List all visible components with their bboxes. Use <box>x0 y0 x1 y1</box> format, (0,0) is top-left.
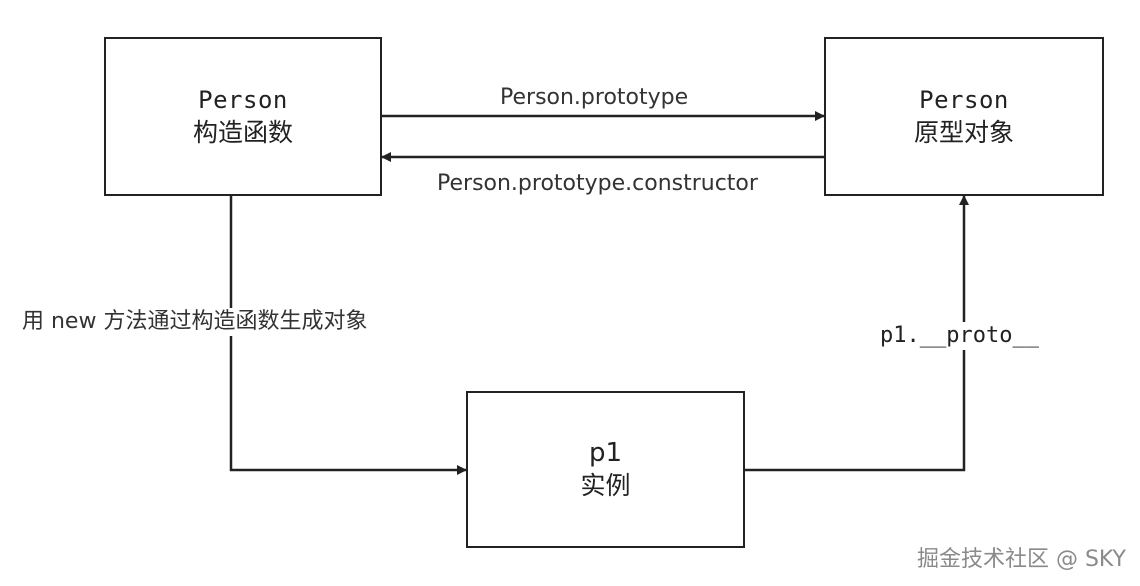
instance-node-title: p1 <box>588 437 623 468</box>
new-arrow-label: 用 new 方法通过构造函数生成对象 <box>22 308 368 336</box>
prototype-node-subtitle: 原型对象 <box>913 117 1014 147</box>
instance-node-subtitle: 实例 <box>580 470 631 500</box>
new-arrow <box>229 196 467 475</box>
prototype-node: Person 原型对象 <box>824 37 1104 196</box>
proto-arrow-label: p1.__proto__ <box>880 322 1039 350</box>
prototype-node-title: Person <box>919 85 1009 114</box>
proto-arrow <box>745 195 969 472</box>
constructor-node: Person 构造函数 <box>104 37 382 196</box>
prototype-arrow-label: Person.prototype <box>500 84 689 112</box>
watermark-text: 掘金技术社区 @ SKY <box>916 547 1126 572</box>
instance-node: p1 实例 <box>466 391 745 548</box>
constructor-node-title: Person <box>198 85 288 114</box>
constructor-arrow-label: Person.prototype.constructor <box>437 170 758 198</box>
constructor-node-subtitle: 构造函数 <box>192 117 293 147</box>
